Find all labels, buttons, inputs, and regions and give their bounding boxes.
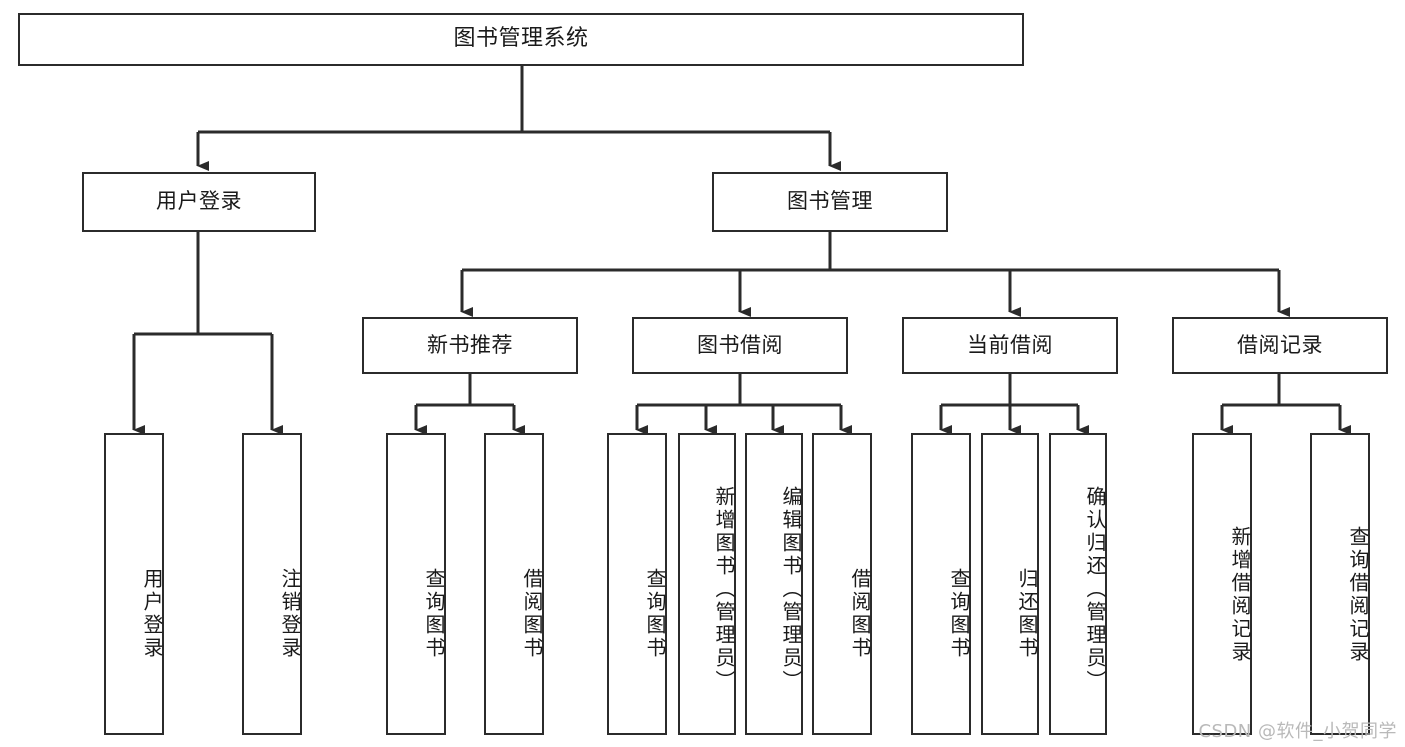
node-root-label: 图书管理系统 [453,26,589,52]
node-leaf-borrow-book-1[interactable]: 借阅图书 [484,433,544,735]
node-book-borrow[interactable]: 图书借阅 [632,317,848,374]
node-leaf-borrow-book-2-label: 借阅图书 [848,568,872,660]
node-leaf-edit-book-label: 编辑图书（管理员） [779,485,803,693]
node-leaf-add-record[interactable]: 新增借阅记录 [1192,433,1252,735]
node-leaf-borrow-book-1-label: 借阅图书 [520,568,544,660]
watermark: CSDN @软件_小贺同学 [1198,721,1397,742]
node-leaf-query-book-1-label: 查询图书 [422,568,446,660]
node-book-management[interactable]: 图书管理 [712,172,948,232]
node-leaf-confirm-return-label: 确认归还（管理员） [1083,485,1107,693]
node-leaf-add-record-label: 新增借阅记录 [1228,526,1252,664]
node-current-borrow-label: 当前借阅 [967,332,1053,357]
node-leaf-user-login[interactable]: 用户登录 [104,433,164,735]
node-leaf-user-login-label: 用户登录 [140,568,164,660]
node-leaf-logout-login[interactable]: 注销登录 [242,433,302,735]
node-leaf-logout-login-label: 注销登录 [278,568,302,660]
node-user-login[interactable]: 用户登录 [82,172,316,232]
node-leaf-confirm-return[interactable]: 确认归还（管理员） [1049,433,1107,735]
node-leaf-edit-book[interactable]: 编辑图书（管理员） [745,433,803,735]
node-current-borrow[interactable]: 当前借阅 [902,317,1118,374]
node-borrow-record-label: 借阅记录 [1237,332,1323,357]
node-root[interactable]: 图书管理系统 [18,13,1024,66]
node-leaf-query-book-3[interactable]: 查询图书 [911,433,971,735]
node-leaf-borrow-book-2[interactable]: 借阅图书 [812,433,872,735]
node-borrow-record[interactable]: 借阅记录 [1172,317,1388,374]
node-book-borrow-label: 图书借阅 [697,332,783,357]
node-leaf-query-record-label: 查询借阅记录 [1346,526,1370,664]
node-leaf-query-book-1[interactable]: 查询图书 [386,433,446,735]
node-leaf-return-book[interactable]: 归还图书 [981,433,1039,735]
node-book-management-label: 图书管理 [787,189,873,214]
node-leaf-return-book-label: 归还图书 [1015,568,1039,660]
node-leaf-add-book[interactable]: 新增图书（管理员） [678,433,736,735]
node-leaf-query-book-2-label: 查询图书 [643,568,667,660]
node-leaf-add-book-label: 新增图书（管理员） [712,485,736,693]
node-leaf-query-book-2[interactable]: 查询图书 [607,433,667,735]
node-user-login-label: 用户登录 [156,189,242,214]
node-new-book-recommend-label: 新书推荐 [427,332,513,357]
node-new-book-recommend[interactable]: 新书推荐 [362,317,578,374]
node-leaf-query-book-3-label: 查询图书 [947,568,971,660]
node-leaf-query-record[interactable]: 查询借阅记录 [1310,433,1370,735]
